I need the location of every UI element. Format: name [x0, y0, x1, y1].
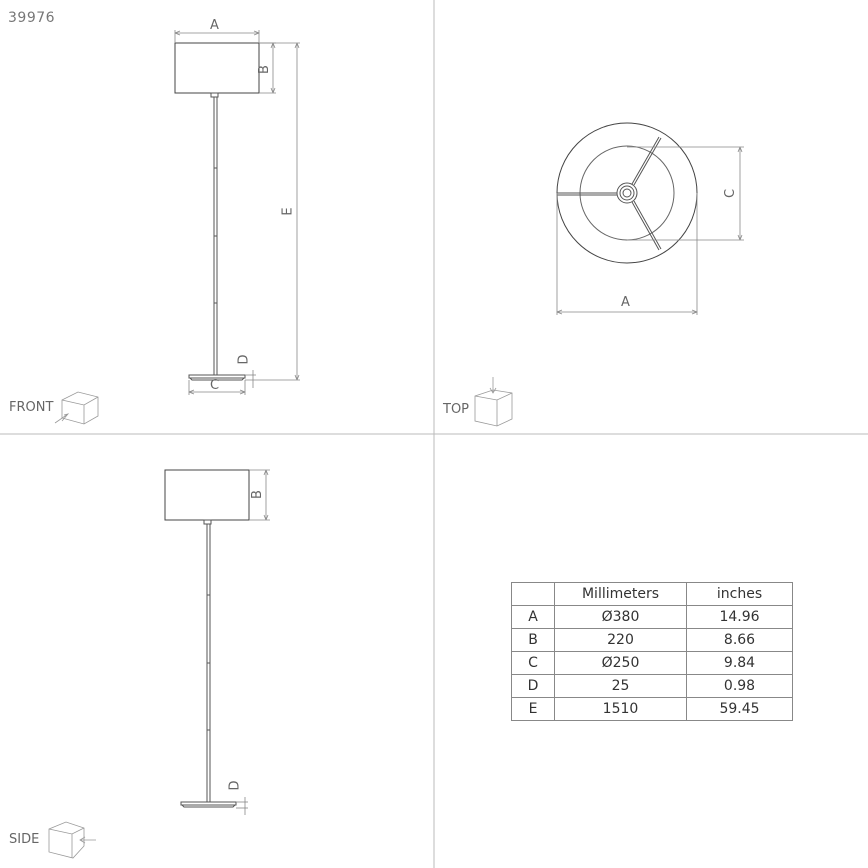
table-row: D 25 0.98: [511, 674, 793, 698]
front-dimensions: [174, 30, 300, 395]
row-in: 9.84: [686, 651, 793, 675]
side-dimensions: [236, 469, 270, 815]
row-in: 0.98: [686, 674, 793, 698]
front-dim-b-label: B: [256, 65, 272, 74]
top-view-label: TOP: [443, 402, 470, 417]
side-dim-b-label: B: [249, 490, 265, 499]
row-key: C: [511, 651, 555, 675]
row-in: 8.66: [686, 628, 793, 652]
front-view: [174, 42, 260, 381]
side-view: [164, 469, 250, 808]
top-dim-a-label: A: [621, 295, 630, 310]
header-millimeters: Millimeters: [554, 582, 687, 606]
table-row: B 220 8.66: [511, 628, 793, 652]
side-view-cube-icon: [48, 821, 96, 859]
table-header-row: Millimeters inches: [511, 582, 793, 606]
row-key: D: [511, 674, 555, 698]
row-mm: Ø250: [554, 651, 687, 675]
row-mm: 25: [554, 674, 687, 698]
front-view-label: FRONT: [9, 400, 54, 415]
row-key: E: [511, 697, 555, 721]
front-dim-c-label: C: [210, 378, 220, 393]
product-code: 39976: [8, 10, 56, 26]
header-inches: inches: [686, 582, 793, 606]
front-dim-e-label: E: [280, 207, 296, 216]
row-in: 14.96: [686, 605, 793, 629]
side-dim-d-label: D: [227, 780, 243, 791]
header-blank: [511, 582, 555, 606]
front-dim-a-label: A: [210, 18, 219, 33]
side-view-label: SIDE: [9, 832, 40, 847]
row-mm: 1510: [554, 697, 687, 721]
top-view: [556, 122, 698, 264]
top-dim-c-label: C: [723, 188, 739, 199]
row-mm: Ø380: [554, 605, 687, 629]
row-key: B: [511, 628, 555, 652]
row-mm: 220: [554, 628, 687, 652]
table-row: E 1510 59.45: [511, 697, 793, 721]
table-row: C Ø250 9.84: [511, 651, 793, 675]
top-dimensions: [556, 146, 744, 315]
dimension-table: Millimeters inches A Ø380 14.96 B 220 8.…: [511, 582, 793, 721]
table-row: A Ø380 14.96: [511, 605, 793, 629]
row-in: 59.45: [686, 697, 793, 721]
row-key: A: [511, 605, 555, 629]
front-view-cube-icon: [54, 391, 99, 425]
front-dim-d-label: D: [236, 354, 252, 365]
top-view-cube-icon: [474, 377, 513, 427]
